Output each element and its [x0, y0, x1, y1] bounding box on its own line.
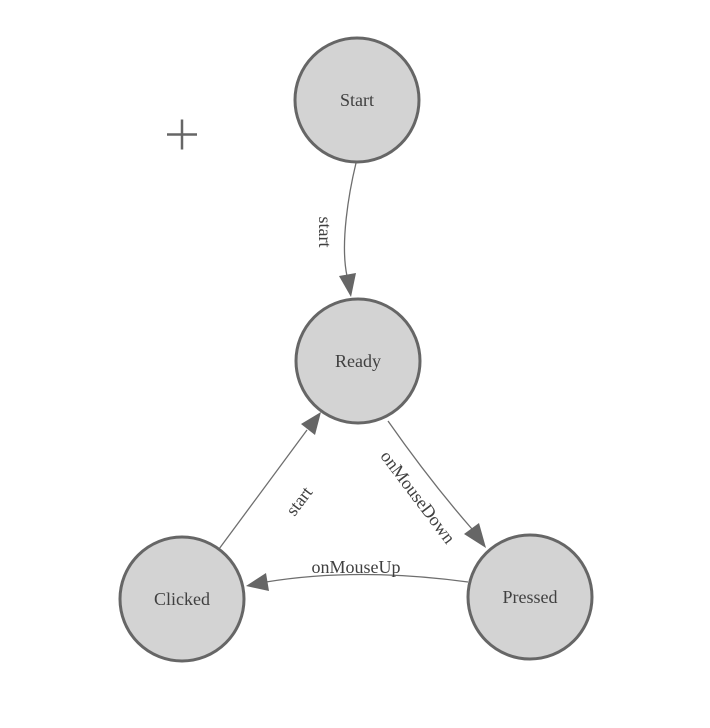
- edge-label: onMouseUp: [312, 557, 401, 577]
- plus-icon: [167, 119, 197, 150]
- node-clicked-circle[interactable]: [118, 535, 246, 663]
- arrow-head: [464, 523, 486, 548]
- edge-ready-to-pressed: onMouseDown: [377, 420, 486, 548]
- edge-path[interactable]: [218, 429, 308, 550]
- node-pressed: Pressed: [466, 533, 594, 661]
- edge-path[interactable]: [387, 420, 473, 530]
- node-start: Start: [293, 36, 421, 164]
- edge-clicked-to-ready: start: [218, 412, 321, 550]
- edge-path[interactable]: [343, 162, 357, 277]
- node-label: Clicked: [154, 589, 210, 609]
- node-label: Start: [340, 90, 374, 110]
- edge-label: start: [315, 217, 335, 248]
- arrow-head: [246, 573, 269, 591]
- node-start-circle[interactable]: [293, 36, 421, 164]
- node-label: Pressed: [503, 587, 558, 607]
- arrow-head: [301, 412, 321, 435]
- edge-start-to-ready: start: [315, 162, 357, 297]
- edge-path[interactable]: [265, 573, 469, 583]
- arrow-head: [339, 273, 356, 297]
- node-clicked: Clicked: [118, 535, 246, 663]
- edge-pressed-to-clicked: onMouseUp: [246, 557, 469, 591]
- edge-label: start: [282, 483, 317, 520]
- node-ready-circle[interactable]: [294, 297, 422, 425]
- node-ready: Ready: [294, 297, 422, 425]
- node-label: Ready: [335, 351, 381, 371]
- node-pressed-circle[interactable]: [466, 533, 594, 661]
